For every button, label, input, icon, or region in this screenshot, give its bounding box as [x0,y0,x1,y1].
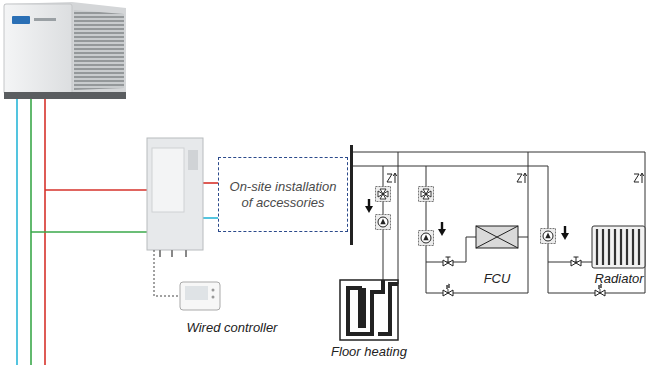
fcu-unit [476,226,518,248]
outdoor-unit [4,2,126,99]
part-label: FCU [484,271,511,287]
water-network [350,145,645,293]
part-label: Radiator [594,271,643,287]
radiator [592,226,645,268]
hydro-unit [147,138,203,257]
wired-controller [154,250,220,310]
accessory-box: On-site installation of accessories [218,157,348,232]
part-label: Wired controller [187,320,278,336]
box-text: On-site installation of accessories [225,179,341,211]
part-label: Floor heating [331,344,407,360]
floor-heating-coil [340,280,398,340]
